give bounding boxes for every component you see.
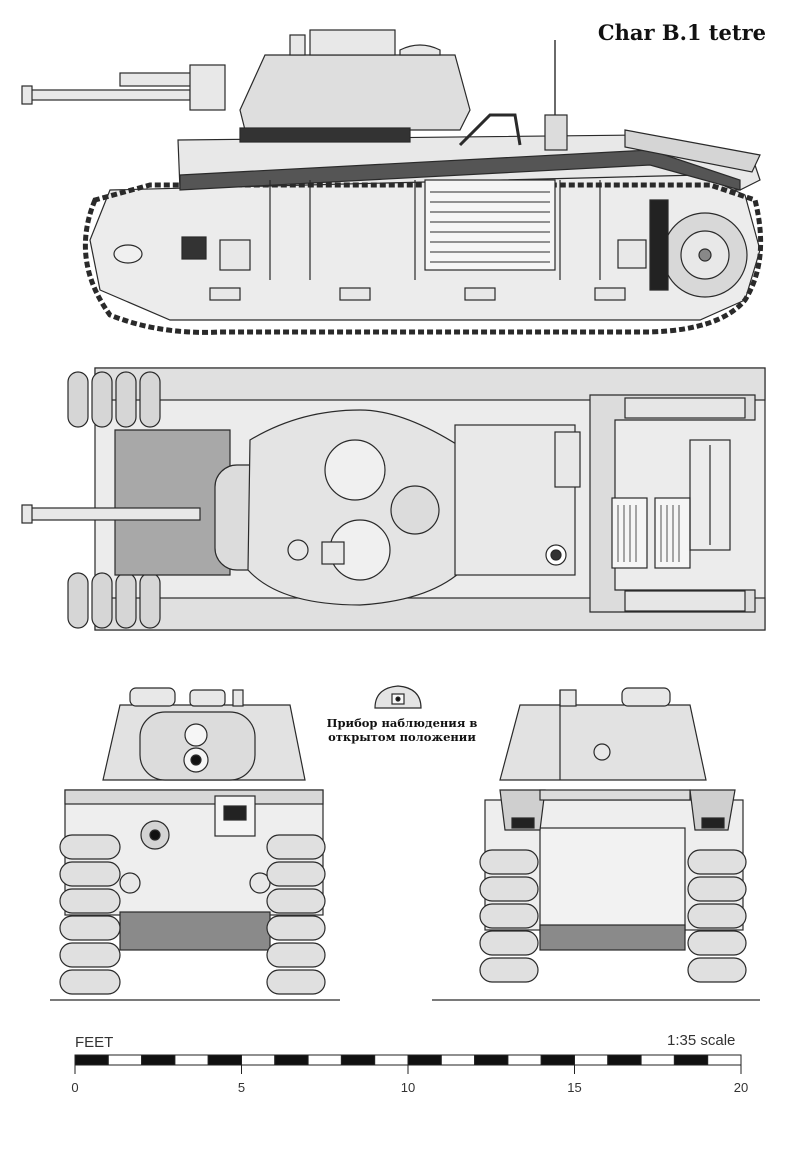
top-front-glacis (114, 429, 231, 576)
top-track-front-left (67, 371, 161, 428)
scale-segment (241, 1054, 276, 1066)
scale-segment (507, 1054, 542, 1066)
scale-tick-label: 20 (733, 1080, 749, 1095)
top-cupola (324, 439, 386, 501)
scale-tick-label: 0 (71, 1080, 79, 1095)
scale-tick-label: 10 (400, 1080, 416, 1095)
scale-segment (607, 1054, 642, 1066)
rear-track-right (687, 849, 747, 983)
scale-segment (274, 1054, 309, 1066)
scale-segment (540, 1054, 576, 1066)
scale-ratio-label: 1:35 scale (667, 1032, 736, 1049)
scale-tick-label: 15 (567, 1080, 582, 1095)
front-track-right (266, 834, 326, 995)
scale-segment (340, 1054, 376, 1066)
scale-segment (307, 1054, 342, 1066)
front-track-left (59, 834, 121, 995)
drawing-title: Char B.1 tetre (597, 20, 766, 45)
scale-segment (74, 1054, 109, 1066)
periscope-detail (374, 685, 422, 709)
scale-segment (640, 1054, 675, 1066)
top-track-front-right (67, 572, 161, 629)
scale-segment (374, 1054, 409, 1066)
scale-unit-label: FEET (75, 1034, 114, 1051)
scale-tick-label: 5 (237, 1080, 246, 1095)
side-hatch-rear (617, 239, 647, 269)
periscope-caption: Прибор наблюдения в открытом положении (318, 716, 486, 744)
side-hatch-front (219, 239, 251, 271)
periscope-caption-line-1: Прибор наблюдения в (326, 716, 478, 730)
rear-view (432, 687, 760, 1001)
scale-segment (174, 1054, 209, 1066)
periscope-caption-line-2: открытом положении (328, 730, 476, 744)
scale-segment (440, 1054, 476, 1066)
scale-segment (141, 1054, 176, 1066)
scale-segment (574, 1054, 609, 1066)
scale-segment (474, 1054, 509, 1066)
scale-segment (207, 1054, 242, 1066)
side-track (82, 182, 764, 335)
scale-segment (673, 1054, 709, 1066)
scale-segment (107, 1054, 143, 1066)
scale-segment (707, 1054, 742, 1066)
side-engine-grille (424, 179, 556, 271)
side-view (21, 29, 764, 335)
front-view (50, 687, 340, 1001)
rear-track-left (479, 849, 539, 983)
top-view (21, 367, 766, 631)
scale-segment (407, 1054, 442, 1066)
